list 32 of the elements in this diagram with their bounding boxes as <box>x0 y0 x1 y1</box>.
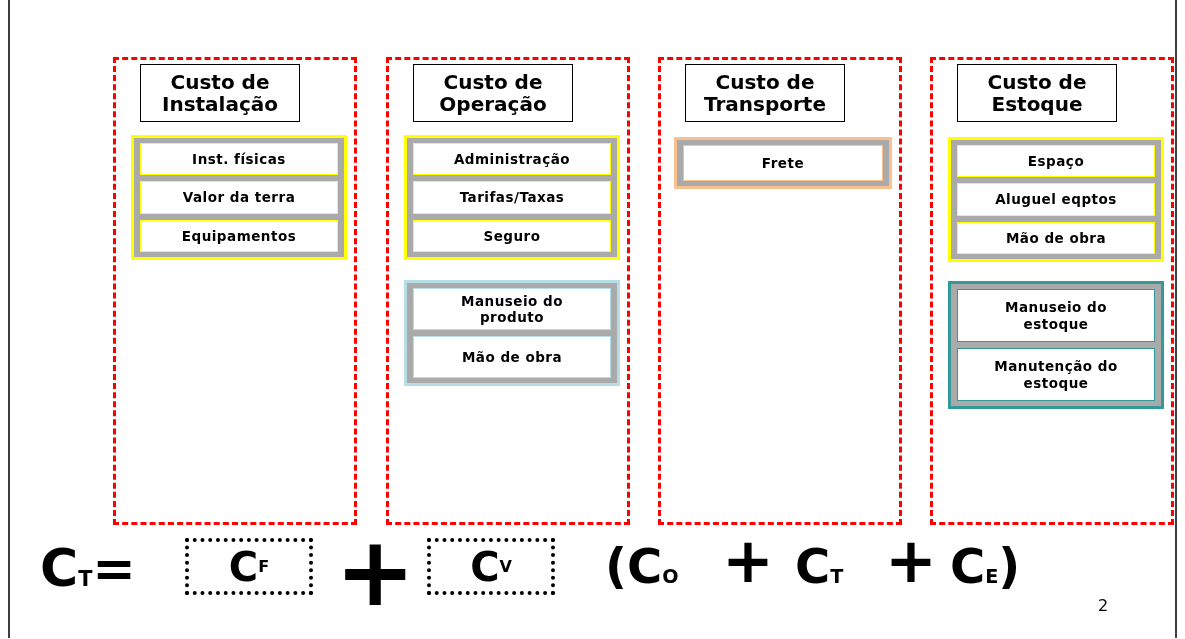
cost-item: Tarifas/Taxas <box>413 181 611 214</box>
cost-item: Frete <box>683 145 883 181</box>
cost-item: Valor da terra <box>140 181 338 214</box>
plus-sign: + <box>335 524 416 620</box>
cost-category-panel <box>113 57 357 525</box>
cost-group-panel <box>948 281 1164 409</box>
category-header: Custo de Instalação <box>140 64 300 122</box>
cost-item: Mão de obra <box>413 336 611 378</box>
cost-item: Equipamentos <box>140 219 338 252</box>
cost-item: Seguro <box>413 219 611 252</box>
category-header: Custo de Operação <box>413 64 573 122</box>
plus-sign: + <box>722 530 774 592</box>
category-header: Custo de Transporte <box>685 64 845 122</box>
cost-group-panel <box>404 280 620 386</box>
category-header: Custo de Estoque <box>957 64 1117 122</box>
cost-group-panel <box>131 135 347 260</box>
cost-item: Inst. físicas <box>140 143 338 176</box>
cost-item: Espaço <box>957 145 1155 178</box>
page-number: 2 <box>1098 598 1109 614</box>
cost-category-panel <box>658 57 902 525</box>
cost-item: Administração <box>413 143 611 176</box>
cost-group-panel <box>674 137 892 189</box>
cost-item: Mão de obra <box>957 221 1155 254</box>
cost-item: Manuseio do estoque <box>957 289 1155 342</box>
cost-group-panel <box>404 135 620 260</box>
plus-sign: + <box>885 530 937 592</box>
cost-item: Manutenção do estoque <box>957 348 1155 401</box>
cost-item: Manuseio do produto <box>413 288 611 330</box>
cost-category-panel <box>386 57 630 525</box>
cost-group-panel <box>948 137 1164 262</box>
cost-item: Aluguel eqptos <box>957 183 1155 216</box>
cost-category-panel <box>930 57 1174 525</box>
